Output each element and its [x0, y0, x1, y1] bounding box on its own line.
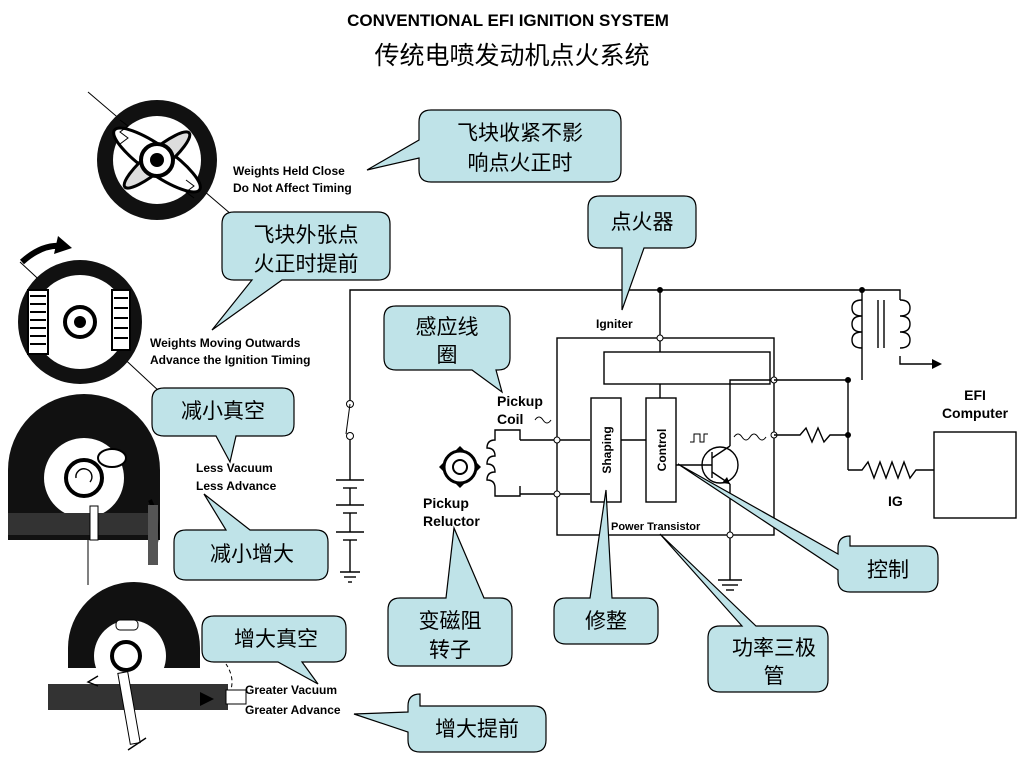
callout-less-vacuum: 减小真空 — [151, 387, 295, 464]
label-weights-out-1: Weights Moving Outwards — [150, 336, 301, 350]
svg-text:圈: 圈 — [437, 343, 458, 367]
label-efi-2: Computer — [942, 405, 1009, 421]
svg-text:减小增大: 减小增大 — [210, 542, 294, 566]
label-control: Control — [655, 429, 669, 472]
label-less-advance: Less Advance — [196, 479, 277, 493]
svg-text:管: 管 — [764, 664, 785, 688]
callout-pickup-coil: 感应线 圈 — [383, 305, 511, 394]
callout-igniter: 点火器 — [587, 195, 697, 311]
svg-text:飞块收紧不影: 飞块收紧不影 — [457, 121, 583, 145]
svg-text:增大真空: 增大真空 — [234, 627, 318, 651]
svg-text:增大提前: 增大提前 — [435, 717, 519, 741]
svg-text:变磁阻: 变磁阻 — [419, 609, 482, 633]
label-pickup-coil-1: Pickup — [497, 393, 543, 409]
callout-control: 控制 — [677, 463, 939, 593]
label-pickup-coil-2: Coil — [497, 411, 523, 427]
label-weights-out-2: Advance the Ignition Timing — [150, 353, 310, 367]
weights-outward-illustration — [18, 236, 161, 393]
svg-text:修整: 修整 — [585, 609, 627, 633]
svg-text:火正时提前: 火正时提前 — [254, 252, 359, 276]
svg-text:飞块外张点: 飞块外张点 — [254, 223, 359, 247]
label-pickup-reluctor-1: Pickup — [423, 495, 469, 511]
svg-text:点火器: 点火器 — [611, 210, 674, 234]
callout-greater-vacuum: 增大真空 — [201, 615, 347, 685]
label-weights-close-1: Weights Held Close — [233, 164, 345, 178]
svg-text:响点火正时: 响点火正时 — [468, 151, 573, 175]
circuit-wiring — [336, 287, 1017, 591]
less-vacuum-illustration — [8, 394, 160, 585]
svg-text:转子: 转子 — [429, 638, 471, 662]
callout-less-advance: 减小增大 — [173, 493, 329, 581]
callout-greater-advance: 增大提前 — [353, 693, 547, 753]
label-weights-close-2: Do Not Affect Timing — [233, 181, 352, 195]
label-pickup-reluctor-2: Reluctor — [423, 513, 480, 529]
svg-text:控制: 控制 — [867, 558, 909, 582]
title-chinese: 传统电喷发动机点火系统 — [374, 41, 649, 70]
svg-text:功率三极: 功率三极 — [732, 636, 816, 660]
title-english: CONVENTIONAL EFI IGNITION SYSTEM — [347, 11, 669, 30]
label-ig: IG — [888, 493, 903, 509]
callout-weights-outward: 飞块外张点 火正时提前 — [211, 211, 391, 331]
label-greater-advance: Greater Advance — [245, 703, 341, 717]
callout-weights-close: 飞块收紧不影 响点火正时 — [366, 109, 622, 183]
greater-vacuum-illustration — [48, 582, 247, 751]
callout-reluctor: 变磁阻 转子 — [387, 525, 513, 667]
callout-power-transistor: 功率三极 管 — [659, 533, 829, 693]
label-less-vacuum: Less Vacuum — [196, 461, 273, 475]
svg-text:减小真空: 减小真空 — [181, 399, 265, 423]
weights-close-illustration — [87, 91, 253, 233]
label-power-transistor: Power Transistor — [611, 521, 701, 533]
label-efi-1: EFI — [964, 387, 986, 403]
label-greater-vacuum: Greater Vacuum — [245, 683, 337, 697]
label-igniter: Igniter — [596, 317, 633, 331]
label-shaping: Shaping — [600, 426, 614, 473]
svg-text:感应线: 感应线 — [416, 315, 479, 339]
callout-shaping: 修整 — [553, 489, 659, 645]
